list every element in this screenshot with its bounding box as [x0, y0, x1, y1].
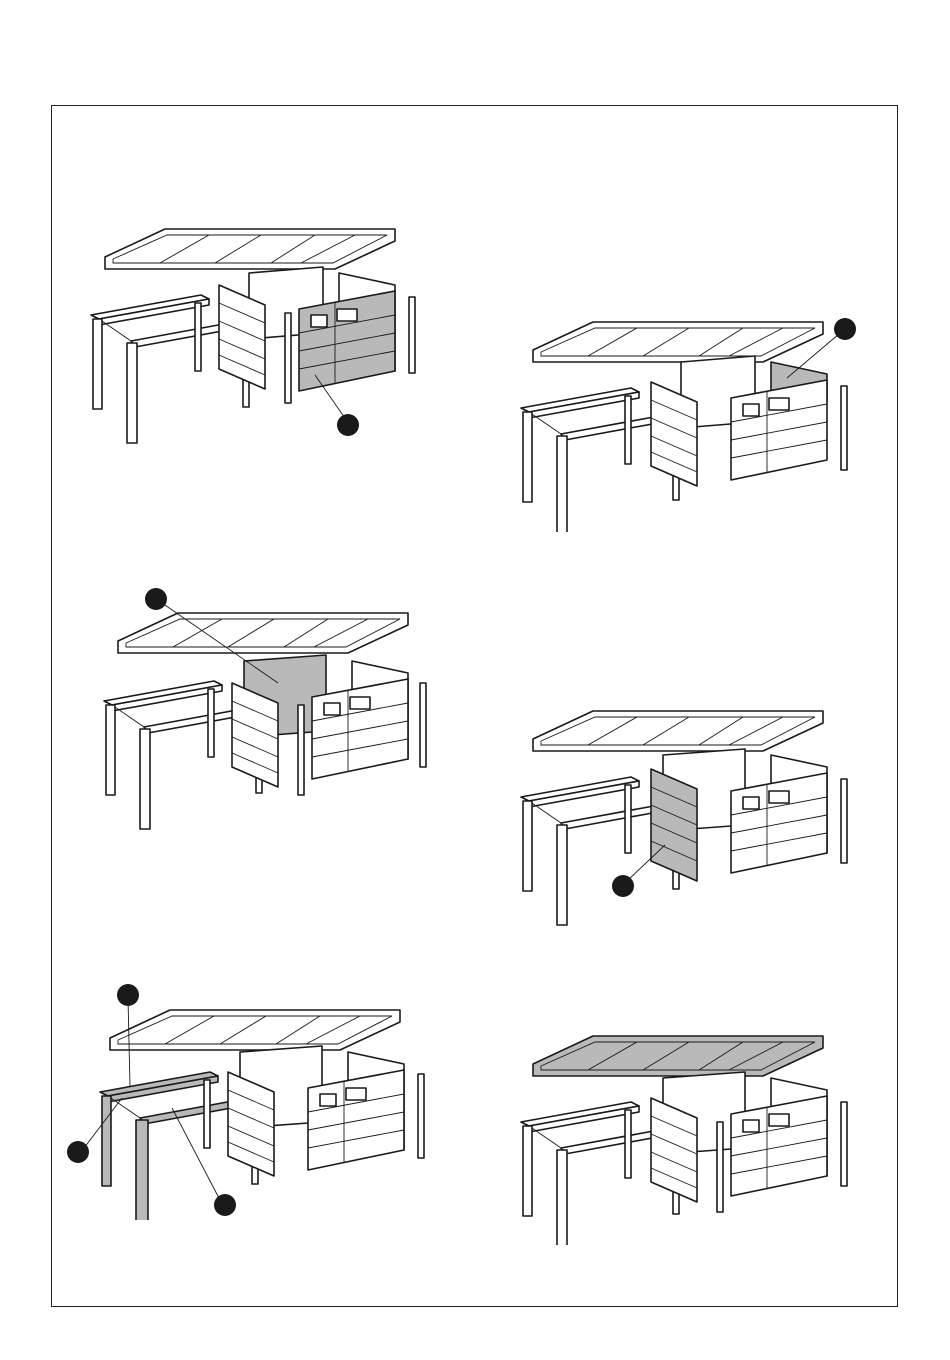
callout-bullet	[612, 875, 634, 897]
callout-bullet	[214, 1194, 236, 1216]
callout-bullet	[145, 588, 167, 610]
callout-bullet	[337, 414, 359, 436]
step-5-illustration	[60, 980, 440, 1220]
step-6-illustration	[515, 1030, 865, 1245]
step-4-illustration	[515, 705, 865, 930]
callout-bullet	[834, 318, 856, 340]
callout-bullet	[67, 1141, 89, 1163]
step-3-illustration	[100, 585, 440, 830]
callout-bullet	[117, 984, 139, 1006]
step-1-illustration	[85, 225, 425, 455]
step-2-illustration	[515, 312, 865, 532]
